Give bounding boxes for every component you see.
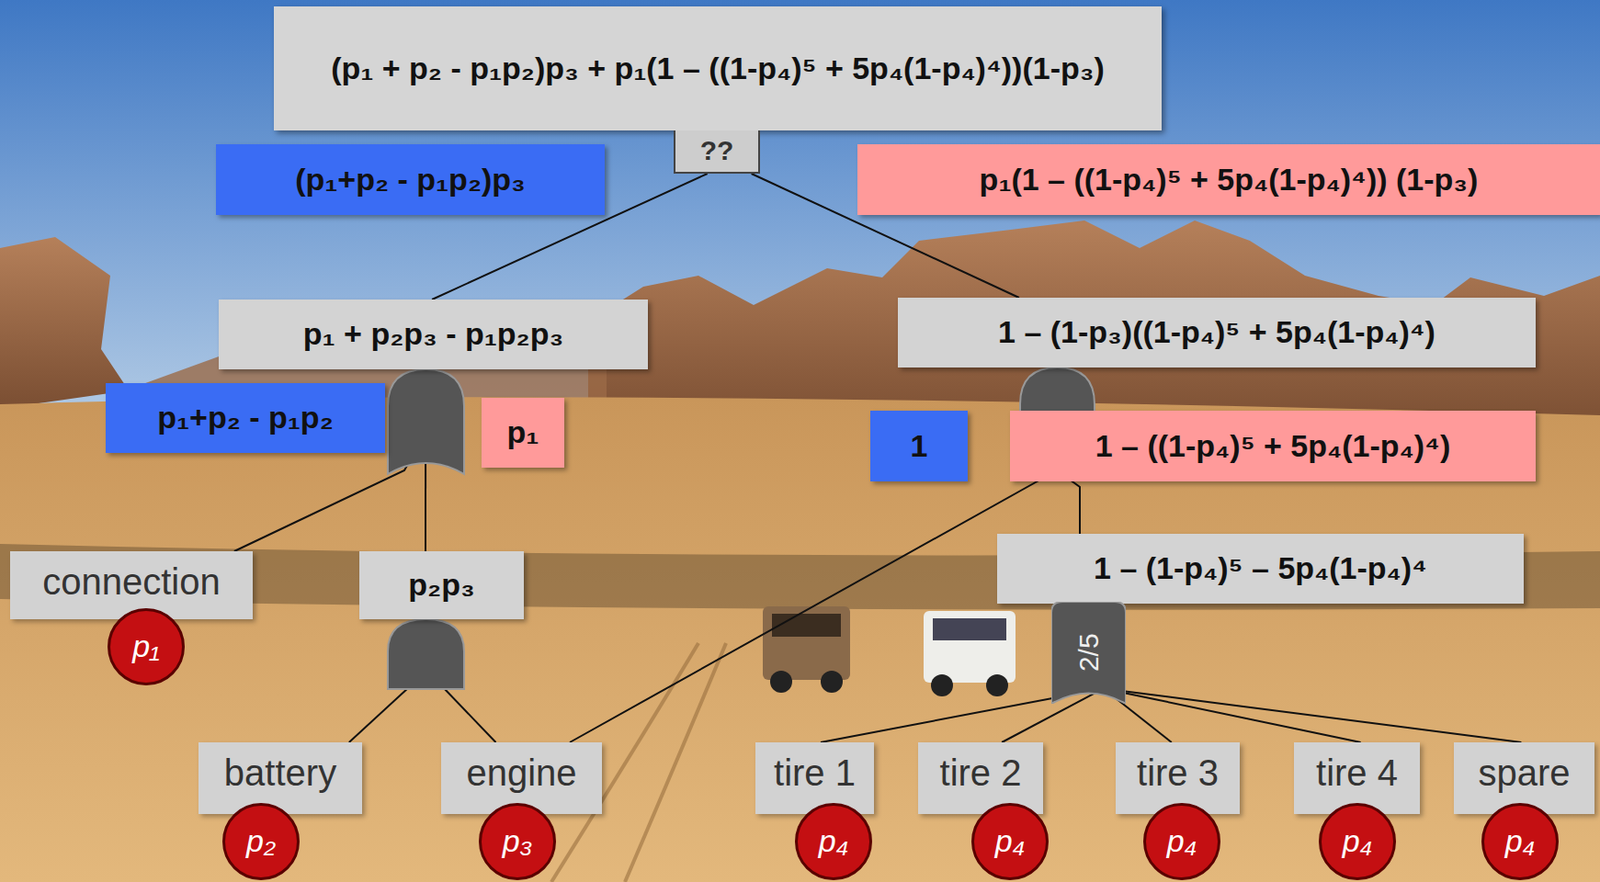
probability-label: (p₁+p₂ - p₁p₂)p₃ xyxy=(215,144,605,216)
sand xyxy=(0,397,1600,882)
probability-box: p₂p₃ xyxy=(359,551,524,620)
and-gate xyxy=(387,619,465,690)
probability-circle: p₄ xyxy=(794,803,873,881)
node-text: p₁ xyxy=(507,414,540,451)
vehicle xyxy=(923,611,1016,697)
connector xyxy=(1103,688,1522,743)
probability-circle: p₄ xyxy=(971,803,1049,881)
sky xyxy=(0,0,1600,460)
node-text: p₁ xyxy=(132,628,160,665)
event-box: tire 1 xyxy=(755,742,874,815)
connector xyxy=(569,367,1057,743)
probability-label: p₁+p₂ - p₁p₂ xyxy=(105,383,386,454)
probability-box: p₁ + p₂p₃ - p₁p₂p₃ xyxy=(218,299,648,370)
node-text: ?? xyxy=(700,135,735,168)
node-text: p₄ xyxy=(1167,823,1198,860)
node-text: p₄ xyxy=(1342,823,1374,860)
node-text: p₂ xyxy=(246,823,276,860)
node-text: tire 3 xyxy=(1136,753,1219,793)
node-text: spare xyxy=(1477,753,1570,793)
node-text: connection xyxy=(42,562,220,602)
probability-circle: p₃ xyxy=(478,803,557,881)
vehicle xyxy=(762,606,851,693)
node-text: (p₁ + p₂ - p₁p₂)p₃ + p₁(1 – ((1-p₄)⁵ + 5… xyxy=(330,50,1105,87)
result-box: (p₁ + p₂ - p₁p₂)p₃ + p₁(1 – ((1-p₄)⁵ + 5… xyxy=(273,6,1162,131)
node-text: tire 1 xyxy=(773,753,856,793)
node-text: (p₁+p₂ - p₁p₂)p₃ xyxy=(295,161,526,198)
gate-outline xyxy=(1051,601,1126,704)
node-text: battery xyxy=(224,753,337,793)
probability-circle: p₄ xyxy=(1143,803,1221,881)
node-text: 1 – (1-p₃)((1-p₄)⁵ + 5p₄(1-p₄)⁴) xyxy=(998,314,1436,351)
probability-circle: p₄ xyxy=(1481,803,1559,881)
probability-circle: p₂ xyxy=(222,803,300,881)
probability-label: p₁(1 – ((1-p₄)⁵ + 5p₄(1-p₄)⁴)) (1-p₃) xyxy=(857,144,1600,216)
node-text: p₁ + p₂p₃ - p₁p₂p₃ xyxy=(303,316,564,352)
node-text: p₄ xyxy=(818,823,850,860)
node-text: p₃ xyxy=(502,823,533,860)
node-text: engine xyxy=(465,753,577,793)
node-text: p₄ xyxy=(995,823,1026,860)
event-box: connection xyxy=(10,551,253,620)
voting-gate: 2/5 xyxy=(1051,601,1126,704)
probability-circle: p₄ xyxy=(1318,803,1396,881)
probability-circle: p₁ xyxy=(107,608,185,686)
probability-label: p₁ xyxy=(481,397,565,468)
event-box: battery xyxy=(198,742,363,815)
node-text: tire 4 xyxy=(1316,753,1398,793)
node-text: 1 xyxy=(910,428,929,465)
event-box: tire 2 xyxy=(918,742,1044,815)
top-gate: ?? xyxy=(673,130,761,174)
probability-box: 1 – (1-p₄)⁵ – 5p₄(1-p₄)⁴ xyxy=(997,533,1524,604)
or-gate xyxy=(387,369,465,475)
node-text: p₁(1 – ((1-p₄)⁵ + 5p₄(1-p₄)⁴)) (1-p₃) xyxy=(979,161,1479,198)
node-text: 1 – ((1-p₄)⁵ + 5p₄(1-p₄)⁴) xyxy=(1095,428,1451,465)
node-text: 2/5 xyxy=(1072,634,1105,673)
node-text: p₄ xyxy=(1505,823,1536,860)
node-text: 1 – (1-p₄)⁵ – 5p₄(1-p₄)⁴ xyxy=(1093,550,1428,587)
probability-box: 1 – (1-p₃)((1-p₄)⁵ + 5p₄(1-p₄)⁴) xyxy=(897,297,1536,368)
node-text: tire 2 xyxy=(940,753,1022,793)
connector xyxy=(1103,688,1362,743)
probability-label: 1 xyxy=(870,410,968,482)
node-text: p₂p₃ xyxy=(408,567,475,603)
node-text: p₁+p₂ - p₁p₂ xyxy=(157,399,333,436)
probability-label: 1 – ((1-p₄)⁵ + 5p₄(1-p₄)⁴) xyxy=(1009,410,1536,482)
